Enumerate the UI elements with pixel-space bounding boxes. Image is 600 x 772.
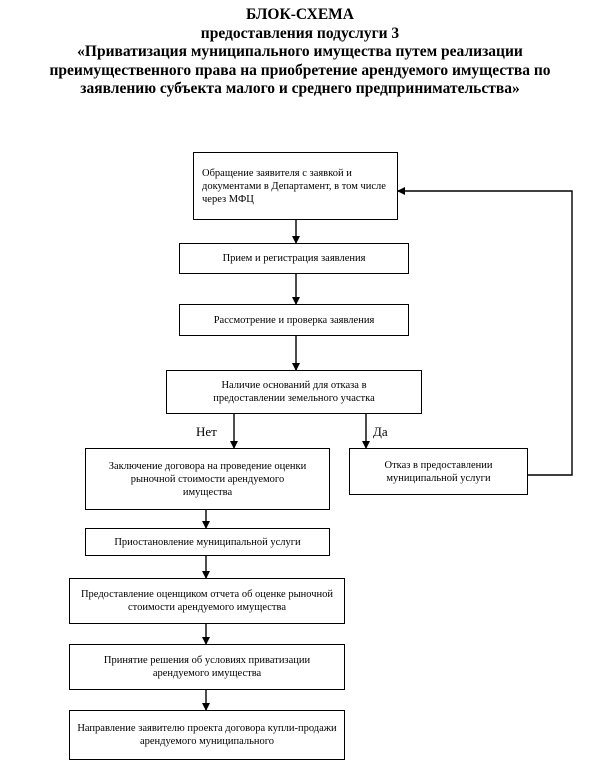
node-application: Обращение заявителя с заявкой и документ…	[193, 152, 398, 220]
node-registration: Прием и регистрация заявления	[179, 243, 409, 274]
node-report: Предоставление оценщиком отчета об оценк…	[69, 578, 345, 624]
title-line-1: БЛОК-СХЕМА	[245, 6, 354, 23]
node-decision: Наличие оснований для отказа в предостав…	[166, 370, 422, 414]
diagram-title: БЛОК-СХЕМА предоставления подуслуги 3 «П…	[20, 6, 580, 99]
title-line-2: предоставления подуслуги 3	[200, 24, 400, 42]
node-refusal: Отказ в предоставлении муниципальной усл…	[349, 448, 528, 495]
label-yes: Да	[373, 424, 388, 439]
arrow-refusal-loop-to-application	[397, 187, 573, 476]
node-contract: Заключение договора на проведение оценки…	[85, 448, 330, 510]
title-line-4: преимущественного права на приобретение …	[49, 61, 551, 79]
title-line-3: «Приватизация муниципального имущества п…	[77, 43, 523, 60]
node-privatization: Принятие решения об условиях приватизаци…	[69, 644, 345, 690]
node-review: Рассмотрение и проверка заявления	[179, 304, 409, 336]
label-no: Нет	[196, 424, 217, 439]
node-suspension: Приостановление муниципальной услуги	[85, 528, 330, 556]
title-line-5: заявлению субъекта малого и среднего пре…	[80, 80, 520, 97]
node-direction: Направление заявителю проекта договора к…	[69, 710, 345, 760]
